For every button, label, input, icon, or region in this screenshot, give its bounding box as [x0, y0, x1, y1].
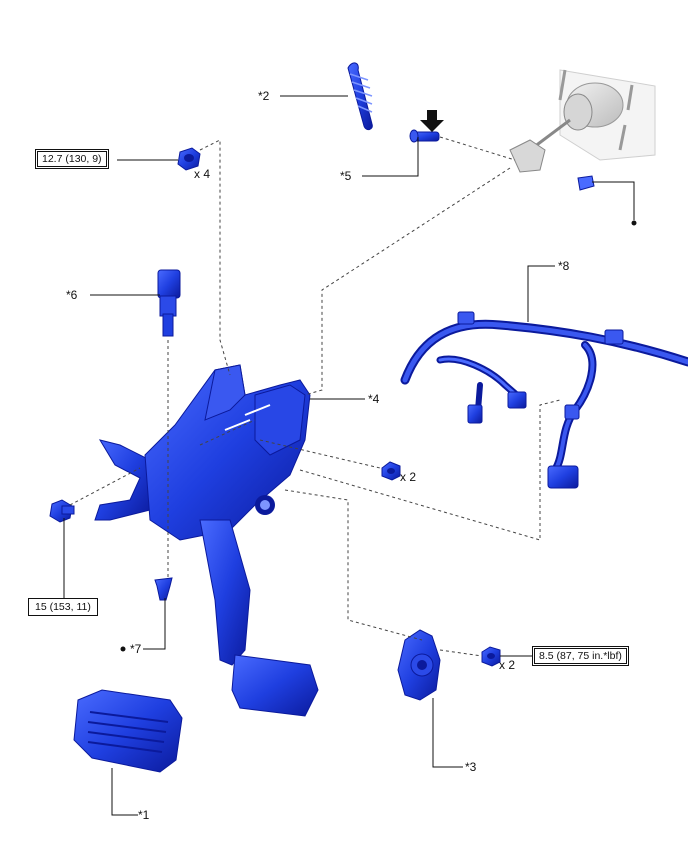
- quantity-label-top-nut: x 4: [194, 167, 211, 181]
- quantity-label-middle-nut: x 2: [400, 470, 417, 484]
- nut-part-top: [177, 147, 201, 171]
- callout-label-1: *1: [138, 808, 150, 822]
- torque-spec-box-left: 15 (153, 11): [28, 598, 98, 616]
- callout-label-3: *3: [465, 760, 477, 774]
- torque-spec-box-top: 12.7 (130, 9): [35, 149, 109, 169]
- callout-label-6: *6: [66, 288, 78, 302]
- leader-lines: [63, 95, 635, 816]
- torque-spec-value: 8.5 (87, 75 in.*lbf): [534, 648, 627, 664]
- reference-dot: [631, 220, 637, 226]
- install-arrow-icon: [420, 110, 444, 132]
- callout-label-2: *2: [258, 89, 270, 103]
- quantity-label-right-nut: x 2: [499, 658, 516, 672]
- pin-part-5: [409, 129, 440, 143]
- return-spring-part: [347, 62, 373, 131]
- harness-connectors: [457, 311, 624, 489]
- pedal-stroke-sensor-part: [397, 629, 441, 701]
- clip-part-7: [154, 577, 173, 601]
- nut-part-middle: [381, 461, 401, 481]
- nut-part-right: [481, 646, 501, 667]
- torque-spec-box-right: 8.5 (87, 75 in.*lbf): [532, 646, 629, 666]
- brake-booster-reference: [509, 69, 656, 191]
- pedal-pad-part: [73, 689, 183, 773]
- assembly-dashed-lines: [69, 136, 561, 657]
- torque-spec-value: 12.7 (130, 9): [37, 151, 107, 167]
- brake-pedal-assembly-part: [94, 364, 319, 717]
- callout-label-5: *5: [340, 169, 352, 183]
- callout-label-8: *8: [558, 259, 570, 273]
- callout-label-4: *4: [368, 392, 380, 406]
- callout-label-7: *7: [130, 642, 142, 656]
- stop-light-switch-part: [157, 269, 181, 337]
- bolt-part-left: [49, 499, 75, 523]
- reference-dot: [120, 646, 126, 652]
- torque-spec-value: 15 (153, 11): [35, 601, 91, 613]
- wire-harness-part: [400, 319, 688, 474]
